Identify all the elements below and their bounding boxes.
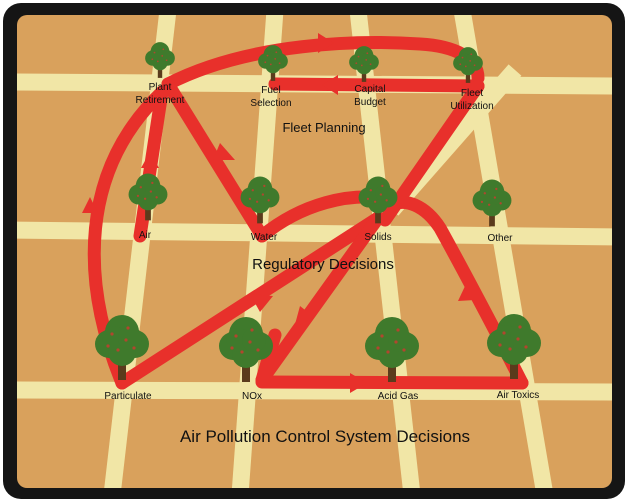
tree-air-toxics-icon: [487, 314, 541, 379]
label-other: Other: [487, 233, 513, 244]
label-water: Water: [251, 232, 278, 243]
road-vertical-2: [231, 15, 284, 488]
section-title-regulatory-decisions: Regulatory Decisions: [252, 256, 394, 273]
label-plant-retirement-line2: Retirement: [136, 95, 185, 106]
arrowhead-top-right: [318, 33, 334, 53]
tree-plant-retirement-icon: [145, 42, 175, 78]
arrowhead-particulate-diagonal: [250, 294, 273, 312]
label-capital-budget-line2: Budget: [354, 97, 386, 108]
label-fuel-selection-line2: Selection: [250, 98, 291, 109]
flow-particulate-to-solids: [115, 211, 385, 390]
label-solids: Solids: [364, 232, 391, 243]
tree-solids-icon: [358, 176, 398, 224]
flow-arrowheads: [82, 33, 475, 393]
section-title-air-pollution-control: Air Pollution Control System Decisions: [180, 427, 470, 446]
flow-nox-to-air-toxics: [255, 375, 529, 390]
label-fleet-utilization-line2: Utilization: [450, 101, 493, 112]
label-plant-retirement-line1: Plant: [149, 82, 172, 93]
arrowhead-air-up: [141, 152, 159, 168]
label-particulate: Particulate: [104, 391, 152, 402]
labels: Plant Retirement Fuel Selection Capital …: [104, 82, 539, 446]
label-air-toxics: Air Toxics: [497, 390, 540, 401]
flow-nox-spur: [255, 328, 282, 387]
section-title-fleet-planning: Fleet Planning: [282, 120, 365, 135]
tree-particulate-icon: [95, 315, 149, 380]
tree-acid-gas-icon: [365, 317, 419, 382]
arrowhead-water-diagonal: [213, 143, 235, 160]
label-air: Air: [139, 230, 152, 241]
arrowhead-solids-down: [294, 306, 314, 328]
arrowhead-air-toxics-up: [458, 284, 475, 301]
tree-fleet-utilization-icon: [453, 47, 483, 83]
arrowhead-left-curve: [82, 197, 98, 213]
tree-air-icon: [128, 173, 168, 221]
tree-other-icon: [472, 179, 512, 227]
tree-water-icon: [240, 176, 280, 224]
road-horizontal-bottom: [17, 381, 612, 401]
road-horizontal-middle: [17, 221, 612, 246]
label-acid-gas: Acid Gas: [378, 391, 419, 402]
flow-solids-to-nox: [255, 211, 385, 387]
label-capital-budget-line1: Capital: [354, 84, 385, 95]
arrowhead-nox-right: [350, 373, 367, 393]
tree-nox-icon: [219, 317, 273, 382]
tree-capital-budget-icon: [349, 46, 379, 82]
tree-icons: [95, 42, 541, 382]
label-fleet-utilization-line1: Fleet: [461, 88, 483, 99]
arrowhead-capital-budget-left: [322, 75, 338, 95]
flow-fleet-utilization-to-fuel-selection: [268, 77, 485, 93]
tree-fuel-selection-icon: [258, 45, 288, 81]
label-nox: NOx: [242, 391, 262, 402]
label-fuel-selection-line1: Fuel: [261, 85, 280, 96]
